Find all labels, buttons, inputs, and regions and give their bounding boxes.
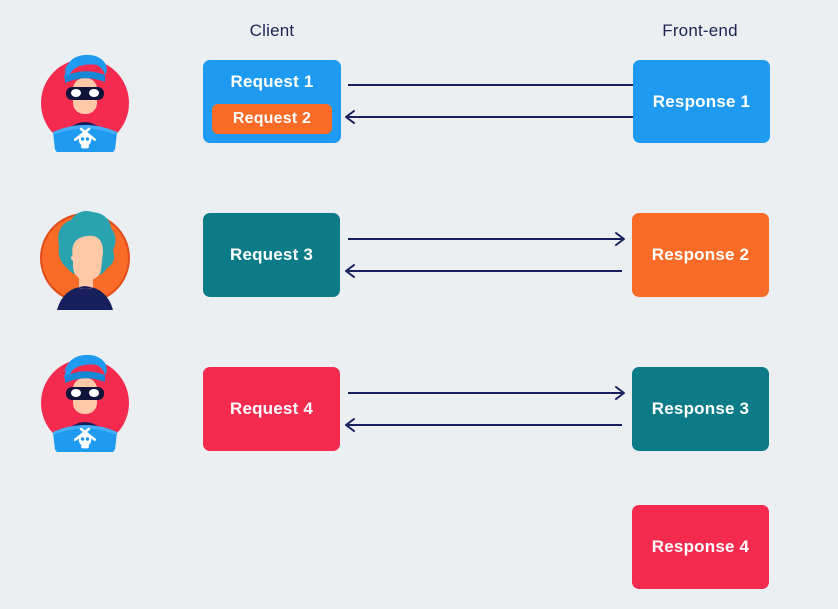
arrow-row2-backward bbox=[345, 264, 622, 278]
column-header-client: Client bbox=[249, 21, 295, 40]
request-box-2-label: Request 2 bbox=[232, 110, 312, 127]
response-box-3-label: Response 3 bbox=[651, 399, 750, 418]
request-box-4-label: Request 4 bbox=[229, 399, 314, 418]
hacker-avatar-2 bbox=[37, 348, 133, 452]
response-box-4-label: Response 4 bbox=[651, 537, 750, 556]
hacker-avatar-1 bbox=[37, 48, 133, 152]
skull-crossbones-icon bbox=[73, 127, 97, 149]
arrow-row1-forward bbox=[348, 78, 648, 92]
response-box-3[interactable]: Response 3 bbox=[632, 367, 769, 451]
arrow-row1-backward bbox=[345, 110, 645, 124]
response-box-4[interactable]: Response 4 bbox=[632, 505, 769, 589]
request-box-4[interactable]: Request 4 bbox=[203, 367, 340, 451]
arrow-row2-forward bbox=[348, 232, 625, 246]
request-box-1[interactable]: Request 1 Request 2 bbox=[203, 60, 341, 143]
request-box-1-label: Request 1 bbox=[230, 72, 314, 91]
request-box-3-label: Request 3 bbox=[229, 245, 314, 264]
response-box-2[interactable]: Response 2 bbox=[632, 213, 769, 297]
request-box-2-nested[interactable]: Request 2 bbox=[212, 104, 332, 134]
arrow-row3-forward bbox=[348, 386, 625, 400]
response-box-2-label: Response 2 bbox=[651, 245, 750, 264]
response-box-1-label: Response 1 bbox=[652, 91, 751, 111]
column-header-frontend: Front-end bbox=[662, 21, 738, 40]
response-box-1[interactable]: Response 1 bbox=[633, 60, 770, 143]
arrow-row3-backward bbox=[345, 418, 622, 432]
request-box-3[interactable]: Request 3 bbox=[203, 213, 340, 297]
user-avatar bbox=[37, 206, 133, 310]
skull-crossbones-icon bbox=[73, 427, 97, 449]
